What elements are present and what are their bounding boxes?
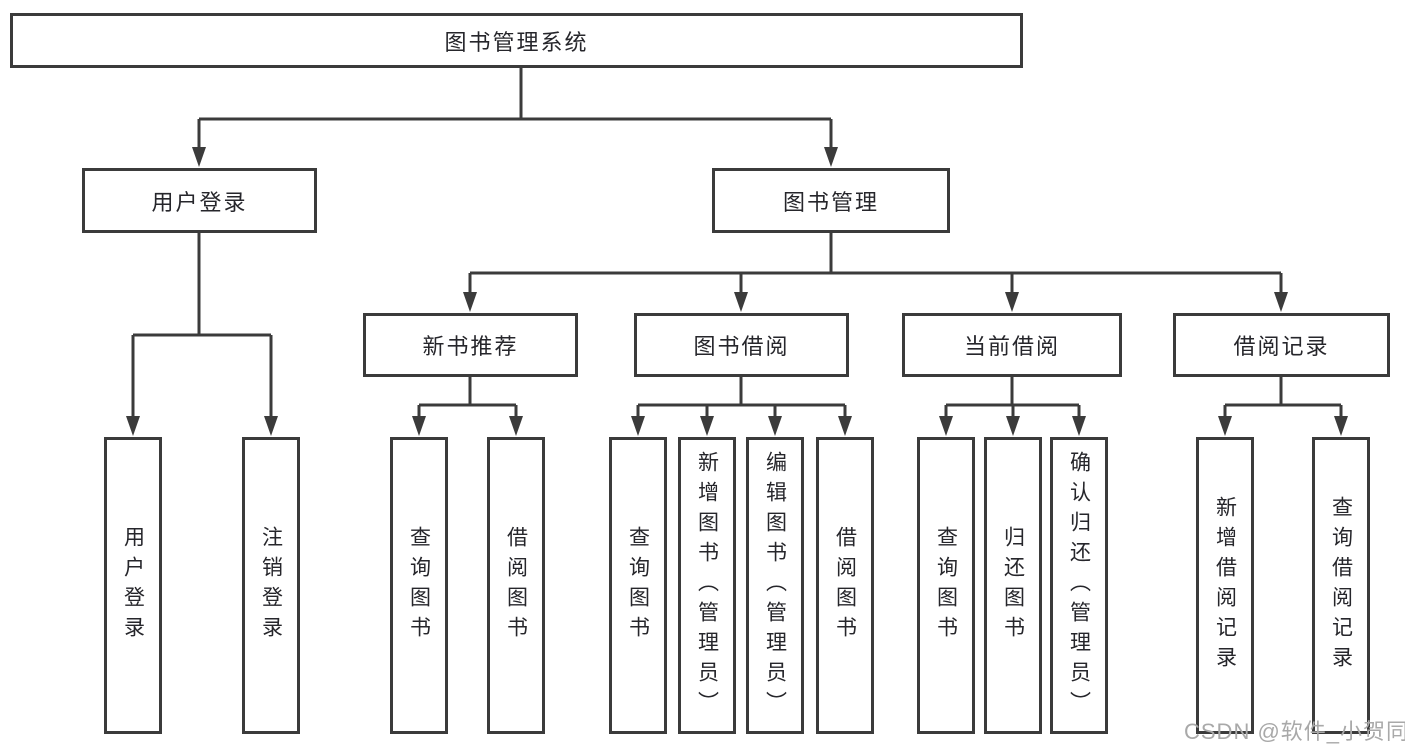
leaf-add-borrow-record: 新增借阅记录 <box>1196 437 1254 734</box>
leaf-query-books-current: 查询图书 <box>917 437 975 734</box>
tree-branch-lines <box>133 68 1341 407</box>
node-new-book-recommendation: 新书推荐 <box>363 313 578 377</box>
node-book-borrowing: 图书借阅 <box>634 313 849 377</box>
leaf-query-borrow-record: 查询借阅记录 <box>1312 437 1370 734</box>
leaf-borrow-books-recommend: 借阅图书 <box>487 437 545 734</box>
leaf-label: 查询图书 <box>934 525 958 646</box>
leaf-label: 借阅图书 <box>504 525 528 646</box>
leaf-label: 新增借阅记录 <box>1213 495 1237 676</box>
node-current-borrowing: 当前借阅 <box>902 313 1122 377</box>
node-borrowing-records: 借阅记录 <box>1173 313 1390 377</box>
arrow-shafts <box>131 119 1343 418</box>
leaf-add-books-admin: 新增图书（管理员） <box>678 437 736 734</box>
leaf-logout: 注销登录 <box>242 437 300 734</box>
leaf-return-books: 归还图书 <box>984 437 1042 734</box>
node-user-login-module: 用户登录 <box>82 168 317 233</box>
leaf-edit-books-admin: 编辑图书（管理员） <box>746 437 804 734</box>
leaf-query-books-recommend: 查询图书 <box>390 437 448 734</box>
leaf-user-login: 用户登录 <box>104 437 162 734</box>
leaf-label: 归还图书 <box>1001 525 1025 646</box>
leaf-confirm-return-admin: 确认归还（管理员） <box>1050 437 1108 734</box>
leaf-label: 确认归还（管理员） <box>1067 450 1091 721</box>
leaf-label: 查询图书 <box>626 525 650 646</box>
leaf-label: 查询图书 <box>407 525 431 646</box>
leaf-label: 用户登录 <box>121 525 145 646</box>
leaf-borrow-books: 借阅图书 <box>816 437 874 734</box>
leaf-label: 注销登录 <box>259 525 283 646</box>
arrowheads <box>126 147 1348 436</box>
leaf-label: 借阅图书 <box>833 525 857 646</box>
node-library-management-system: 图书管理系统 <box>10 13 1023 68</box>
csdn-watermark: CSDN @软件_小贺同学 <box>1184 719 1405 744</box>
node-book-management-module: 图书管理 <box>712 168 950 233</box>
leaf-label: 新增图书（管理员） <box>695 450 719 721</box>
leaf-query-books-borrow: 查询图书 <box>609 437 667 734</box>
leaf-label: 编辑图书（管理员） <box>763 450 787 721</box>
leaf-label: 查询借阅记录 <box>1329 495 1353 676</box>
